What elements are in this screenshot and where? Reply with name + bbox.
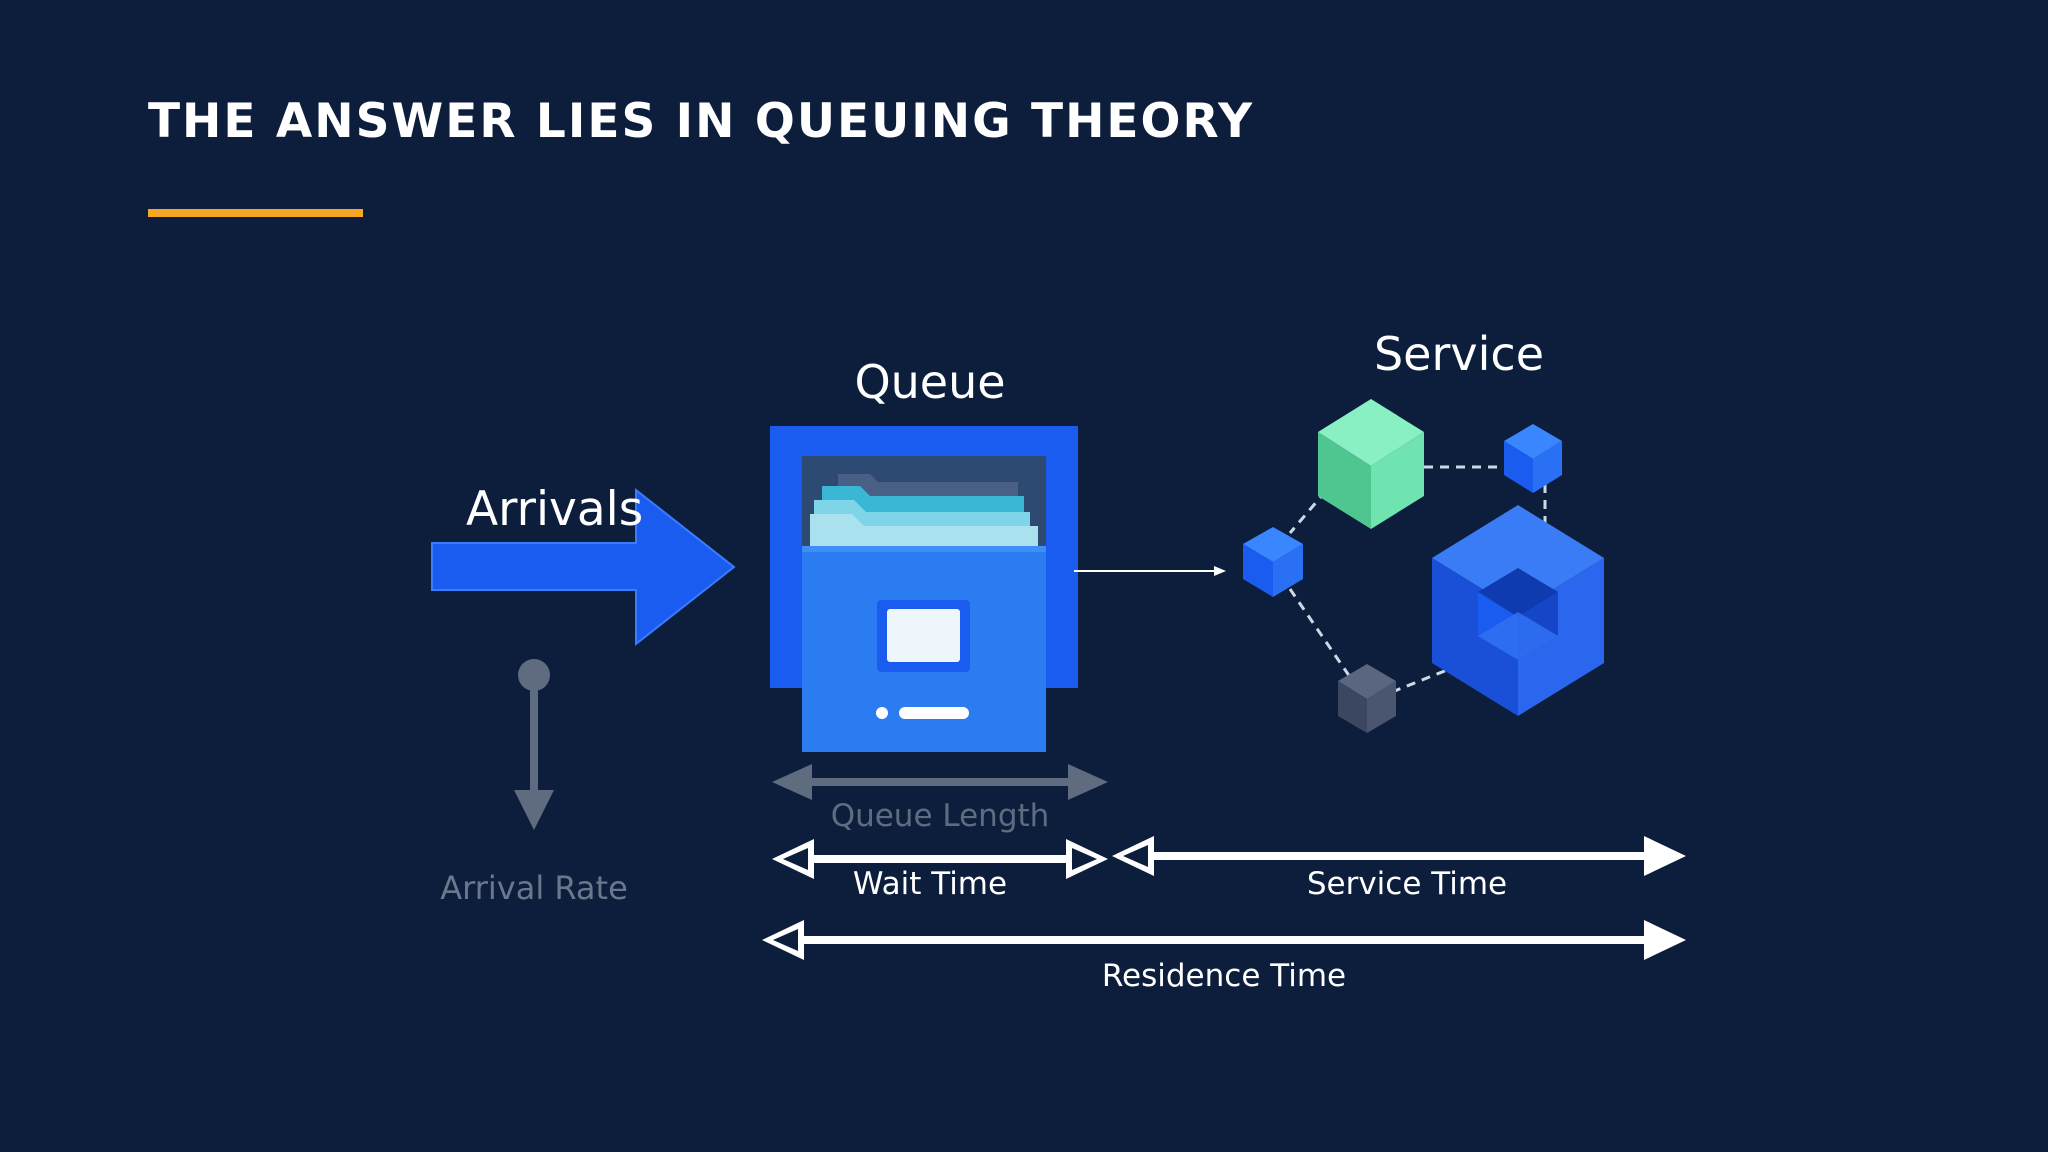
residence-time-arrow-icon — [762, 920, 1686, 960]
service-time-arrow-icon — [1112, 836, 1686, 876]
service-label: Service — [1374, 327, 1544, 381]
arrivals-label: Arrivals — [466, 482, 643, 537]
queue-length-arrow-icon — [772, 764, 1108, 800]
slide-title: THE ANSWER LIES IN QUEUING THEORY — [148, 94, 1255, 149]
queue-to-service-arrow-icon — [1074, 566, 1226, 576]
wait-time-arrow-icon — [772, 839, 1108, 879]
wait-time-label: Wait Time — [853, 866, 1007, 902]
arrival-rate-label: Arrival Rate — [440, 869, 628, 907]
small-blue-cube-icon — [1243, 527, 1303, 597]
gray-cube-icon — [1338, 664, 1396, 733]
filing-cabinet-icon — [770, 426, 1078, 752]
arrival-rate-pin-icon — [514, 659, 554, 830]
large-blue-cube-icon — [1432, 505, 1604, 716]
arrivals-arrow-icon — [431, 487, 736, 647]
title-accent-rule — [148, 209, 363, 217]
cube-network-icon — [1243, 399, 1604, 733]
residence-time-label: Residence Time — [1102, 958, 1346, 994]
queue-length-label: Queue Length — [831, 798, 1050, 834]
service-time-label: Service Time — [1307, 866, 1507, 902]
green-cube-icon — [1318, 399, 1424, 529]
small-blue-cube-icon — [1504, 424, 1562, 493]
queue-label: Queue — [854, 355, 1005, 409]
